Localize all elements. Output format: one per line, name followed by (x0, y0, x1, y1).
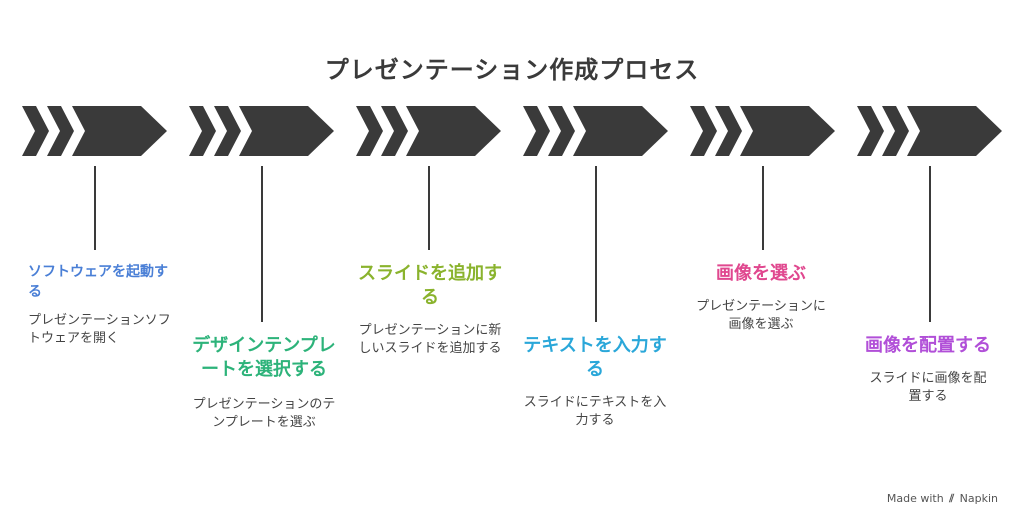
stage-5: 画像を選ぶ プレゼンテーションに画像を選ぶ (690, 262, 832, 334)
chevron-group-4 (523, 106, 668, 156)
chevron-group-3 (356, 106, 501, 156)
large-chevron (740, 106, 835, 156)
small-chevron (882, 106, 909, 156)
stage-6-title: 画像を配置する (865, 335, 991, 356)
stage-1: ソフトウェアを起動する プレゼンテーションソフトウェアを開く (28, 262, 178, 348)
napkin-logo-icon: ⫽ (949, 492, 955, 505)
stage-5-title: 画像を選ぶ (716, 263, 806, 284)
stage-3-description: プレゼンテーションに新しいスライドを追加する (358, 323, 502, 356)
large-chevron (573, 106, 668, 156)
small-chevron (189, 106, 216, 156)
stage-2: デザインテンプレートを選択する プレゼンテーションのテンプレートを選ぶ (190, 334, 338, 432)
stage-5-description: プレゼンテーションに画像を選ぶ (696, 299, 826, 332)
small-chevron (214, 106, 241, 156)
large-chevron (72, 106, 167, 156)
footer-made-with: Made with (886, 492, 944, 505)
small-chevron (715, 106, 742, 156)
stage-2-title: デザインテンプレートを選択する (192, 335, 336, 380)
small-chevron (47, 106, 74, 156)
small-chevron (356, 106, 383, 156)
small-chevron (523, 106, 550, 156)
stage-4-description: スライドにテキストを入力する (523, 395, 667, 428)
small-chevron (381, 106, 408, 156)
stage-1-title: ソフトウェアを起動する (28, 264, 168, 300)
stage-4-title: テキストを入力する (523, 335, 667, 380)
stage-4: テキストを入力する スライドにテキストを入力する (520, 334, 670, 430)
stage-6: 画像を配置する スライドに画像を配置する (852, 334, 1004, 406)
large-chevron (239, 106, 334, 156)
footer-brand: Napkin (959, 492, 998, 505)
stage-3-title: スライドを追加する (358, 263, 502, 308)
diagram-title: プレゼンテーション作成プロセス (324, 56, 700, 84)
stage-6-description: スライドに画像を配置する (869, 371, 987, 404)
footer-credit: Made with ⫽ Napkin (887, 492, 998, 506)
large-chevron (907, 106, 1002, 156)
stage-1-description: プレゼンテーションソフトウェアを開く (28, 313, 171, 346)
chevron-group-5 (690, 106, 835, 156)
chevron-group-2 (189, 106, 334, 156)
stage-3: スライドを追加する プレゼンテーションに新しいスライドを追加する (356, 262, 504, 358)
small-chevron (857, 106, 884, 156)
chevron-group-1 (22, 106, 167, 156)
large-chevron (406, 106, 501, 156)
small-chevron (22, 106, 49, 156)
stage-2-description: プレゼンテーションのテンプレートを選ぶ (192, 397, 336, 430)
chevron-group-6 (857, 106, 1002, 156)
small-chevron (548, 106, 575, 156)
small-chevron (690, 106, 717, 156)
